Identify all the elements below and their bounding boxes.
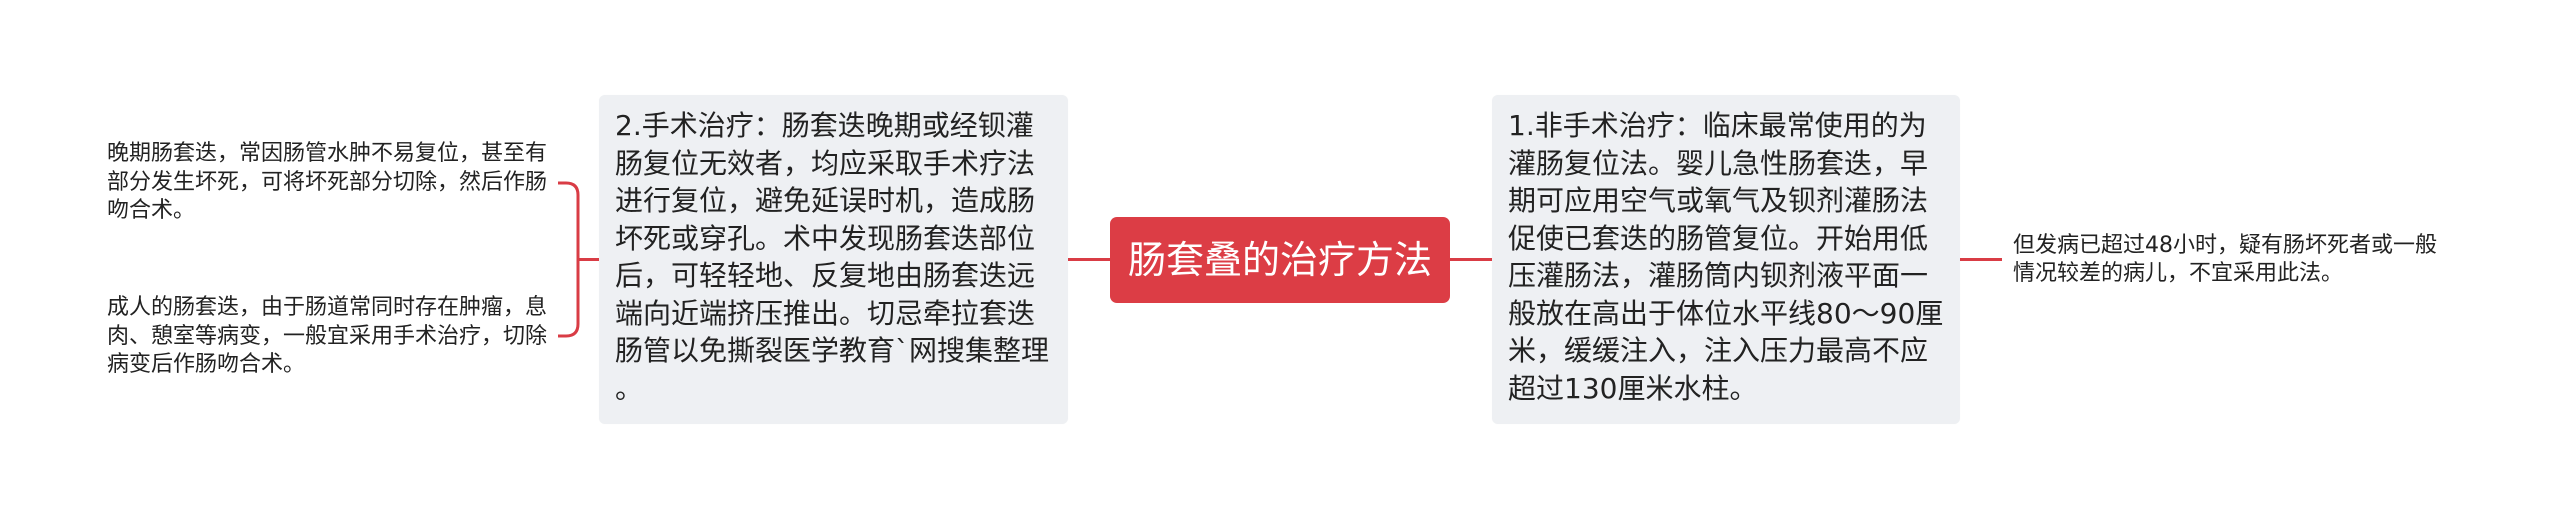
root-topic-label: 肠套叠的治疗方法 [1127, 238, 1432, 282]
branch-text-line: 期可应用空气或氧气及钡剂灌肠法 [1508, 184, 1929, 217]
branch-text-line: 端向近端挤压推出。切忌牵拉套迭 [615, 296, 1036, 330]
branch-text-line: 坏死或穿孔。术中发现肠套迭部位 [615, 221, 1036, 255]
branch-node-non-surgical-treatment: 1.非手术治疗：临床最常使用的为 灌肠复位法。婴儿急性肠套迭，早 期可应用空气或… [1492, 95, 1960, 424]
connector-left-bracket [558, 181, 580, 338]
leaf-text-line: 病变后作肠吻合术。 [107, 352, 306, 377]
leaf-node-adult-intussusception: 成人的肠套迭，由于肠道常同时存在肿瘤，息 肉、憩室等病变，一般宜采用手术治疗，切… [107, 294, 547, 380]
leaf-node-late-intussusception: 晚期肠套迭，常因肠管水肿不易复位，甚至有 部分发生坏死，可将坏死部分切除，然后作… [107, 140, 547, 226]
branch-node-surgical-treatment: 2.手术治疗：肠套迭晚期或经钡灌 肠复位无效者，均应采取手术疗法 进行复位，避免… [599, 95, 1068, 424]
branch-text-line: 超过130厘米水柱。 [1508, 371, 1758, 405]
leaf-text-line: 晚期肠套迭，常因肠管水肿不易复位，甚至有 [107, 141, 548, 166]
leaf-text-line: 吻合术。 [107, 198, 196, 223]
leaf-node-contraindication: 但发病已超过48小时，疑有肠坏死者或一般 情况较差的病儿，不宜采用此法。 [2013, 232, 2437, 288]
branch-text-line: 1.非手术治疗：临床最常使用的为 [1508, 109, 1927, 142]
branch-text-line: 压灌肠法，灌肠筒内钡剂液平面一 [1508, 259, 1929, 292]
leaf-text-line: 肉、憩室等病变，一般宜采用手术治疗，切除 [107, 323, 548, 349]
branch-text-line: 促使已套迭的肠管复位。开始用低 [1508, 221, 1929, 255]
branch-text-line: 般放在高出于体位水平线80～90厘 [1508, 296, 1944, 330]
branch-text-line: 后，可轻轻地、反复地由肠套迭远 [615, 259, 1036, 292]
branch-text-line: 米，缓缓注入，注入压力最高不应 [1508, 334, 1929, 367]
branch-text-line: 肠复位无效者，均应采取手术疗法 [615, 146, 1036, 180]
leaf-text-line: 部分发生坏死，可将坏死部分切除，然后作肠 [107, 169, 548, 195]
branch-text-line: 进行复位，避免延误时机，造成肠 [615, 184, 1036, 217]
leaf-text-line: 成人的肠套迭，由于肠道常同时存在肿瘤，息 [107, 295, 548, 320]
leaf-text-line: 但发病已超过48小时，疑有肠坏死者或一般 [2013, 233, 2437, 258]
branch-text-line: 。 [615, 371, 644, 405]
branch-text-line: 2.手术治疗：肠套迭晚期或经钡灌 [615, 109, 1034, 142]
leaf-text-line: 情况较差的病儿，不宜采用此法。 [2013, 261, 2344, 286]
branch-text-line: 肠管以免撕裂医学教育`网搜集整理 [615, 334, 1050, 367]
branch-text-line: 灌肠复位法。婴儿急性肠套迭，早 [1508, 146, 1929, 180]
root-topic: 肠套叠的治疗方法 [1110, 217, 1450, 303]
